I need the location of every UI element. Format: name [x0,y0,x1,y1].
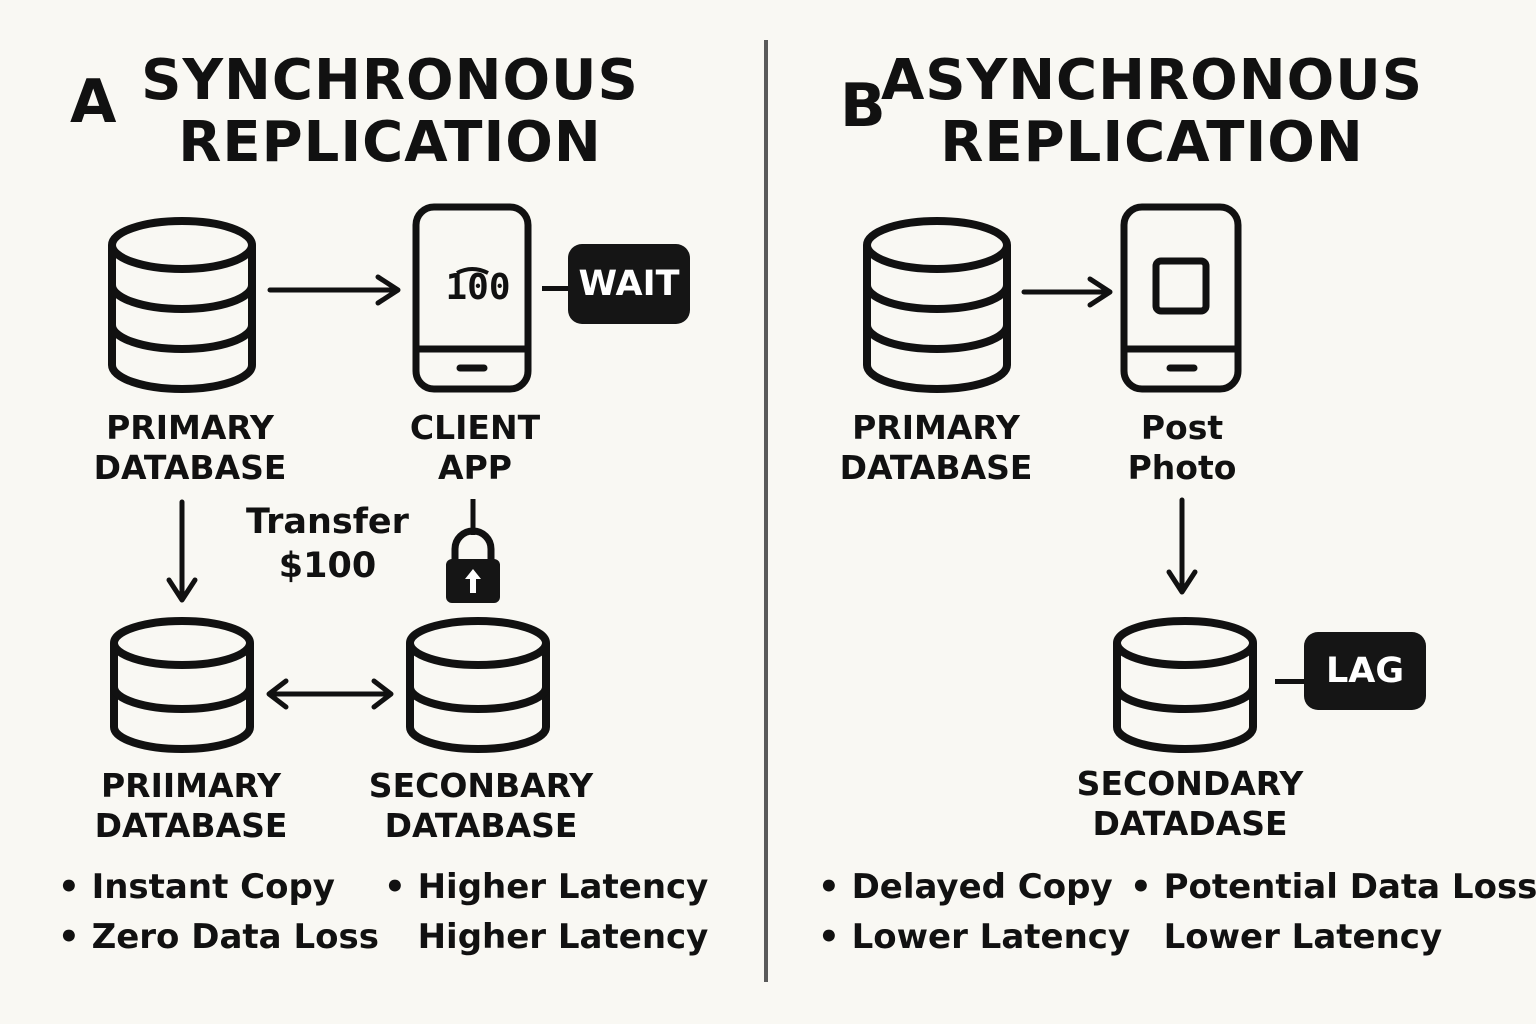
wait-connector [542,286,570,291]
bullet-text: Potential Data Loss [1163,867,1536,907]
bullet-item: • Higher Latency [384,867,709,907]
panel-a-bullets-left: • Instant Copy • Zero Data Loss [58,862,379,962]
primary-database-label-line1: PRIMARY [852,408,1020,447]
bullet-item: • Instant Copy [58,867,335,907]
client-phone-icon [412,203,532,393]
primary-database-bottom-label-line1: PRIIMARY [100,766,282,805]
bullet-text: Instant Copy [91,867,335,907]
secondary-database-label-line2: DATADASE [1092,804,1288,843]
panel-a-title-line2: REPLICATION [178,110,602,175]
primary-database-bottom-label-line2: DATABASE [94,806,288,845]
panel-a-bullets-right: • Higher Latency • Higher Latency [384,862,708,962]
bullet-text: Higher Latency [417,867,709,907]
arrow-down-icon [166,499,198,603]
panel-b-title-line2: REPLICATION [940,110,1364,175]
bullet-item: • Higher Latency [384,912,709,962]
client-app-label-line1: CLIENT [409,408,541,447]
bullet-item: • Lower Latency [1130,912,1536,962]
secondary-database-label: SECONBARY DATABASE [360,766,602,846]
bullet-text: Lower Latency [851,917,1131,957]
bullet-text: Zero Data Loss [91,917,379,957]
lock-icon [446,499,500,603]
panel-b-title-line1: ASYNCHRONOUS [880,48,1424,113]
bullet-text: Higher Latency [417,917,709,957]
secondary-database-label-line2: DATABASE [384,806,578,845]
client-app-label-line2: APP [438,448,512,487]
transfer-label-line2: $100 [278,546,377,586]
bullet-text: Delayed Copy [851,867,1113,907]
post-photo-label-line2: Photo [1127,448,1237,487]
bullet-item: • Zero Data Loss [58,917,379,957]
primary-database-bottom-label: PRIIMARY DATABASE [80,766,302,846]
primary-database-label-line2: DATABASE [93,448,287,487]
arrow-right-icon [1021,276,1113,308]
primary-database-icon [108,217,256,393]
wait-badge: WAIT [568,244,690,324]
secondary-database-icon [406,617,550,753]
primary-database-bottom-icon [110,617,254,753]
primary-database-icon [863,217,1011,393]
secondary-database-icon [1113,617,1257,753]
arrow-right-icon [267,274,401,306]
double-arrow-icon [266,678,394,710]
panel-a-letter: A [70,67,117,137]
bullet-item: • Potential Data Loss [1130,867,1536,907]
secondary-database-label-line1: SECONBARY [368,766,594,805]
post-photo-phone-icon [1120,203,1242,393]
panel-a-title-line1: SYNCHRONOUS [141,48,639,113]
bullet-item: • Delayed Copy [818,867,1113,907]
transfer-label: Transfer $100 [230,500,425,588]
primary-database-label-line2: DATABASE [839,448,1033,487]
panel-b-title: ASYNCHRONOUS REPLICATION [878,50,1426,174]
bullet-item: • Lower Latency [818,917,1131,957]
primary-database-label: PRIMARY DATABASE [826,408,1046,488]
client-app-label: CLIENT APP [375,408,575,488]
transfer-label-line1: Transfer [246,502,409,542]
panel-divider [764,40,768,982]
arrow-down-icon [1166,497,1198,595]
panel-b-bullets-left: • Delayed Copy • Lower Latency [818,862,1130,962]
bullet-text: Lower Latency [1163,917,1443,957]
panel-b-bullets-right: • Potential Data Loss • Lower Latency [1130,862,1536,962]
panel-a-title: SYNCHRONOUS REPLICATION [120,50,660,174]
secondary-database-label: SECONDARY DATADASE [1060,764,1320,844]
post-photo-label-line1: Post [1140,408,1224,447]
post-photo-label: Post Photo [1092,408,1272,488]
primary-database-label: PRIMARY DATABASE [80,408,300,488]
lag-badge: LAG [1304,632,1426,710]
lag-connector [1275,679,1307,684]
panel-b-letter: B [840,71,886,141]
client-screen-amount: 100 [445,267,511,308]
primary-database-label-line1: PRIMARY [106,408,274,447]
secondary-database-label-line1: SECONDARY [1076,764,1304,803]
